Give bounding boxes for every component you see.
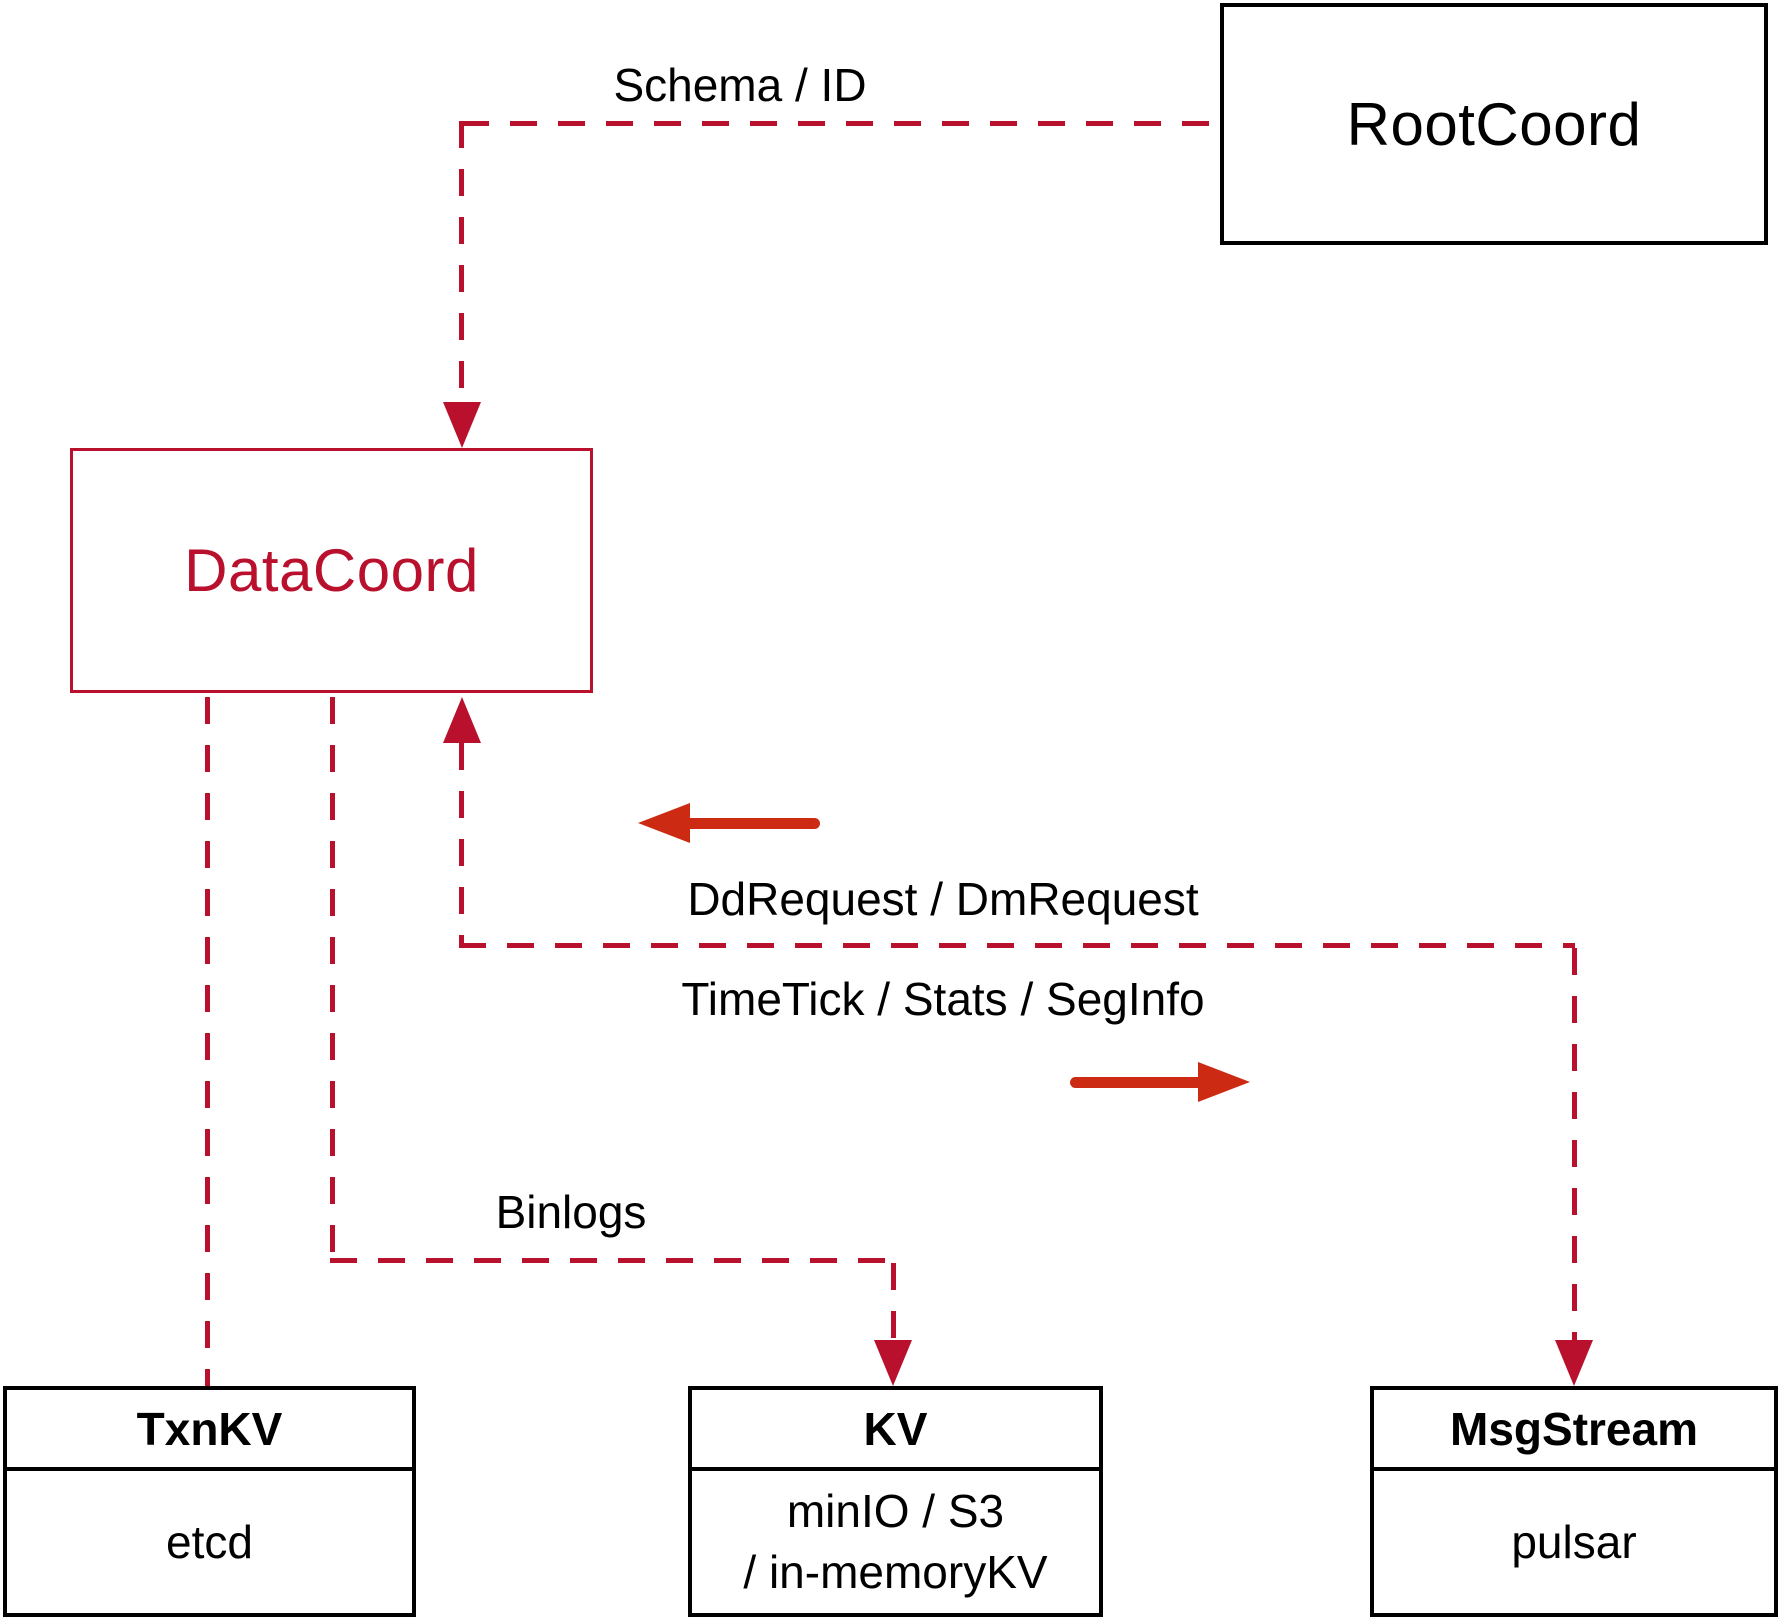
edge-txnkv-vertical-line bbox=[205, 697, 210, 1386]
node-kv-body-line2: / in-memoryKV bbox=[743, 1546, 1048, 1598]
node-kv-header: KV bbox=[692, 1390, 1099, 1471]
edge-requests-arrowhead-up-icon bbox=[443, 697, 481, 743]
edge-requests-vertical-line-2 bbox=[1572, 948, 1577, 1340]
edge-binlogs-horizontal-line bbox=[330, 1258, 896, 1263]
node-rootcoord-label: RootCoord bbox=[1346, 90, 1642, 158]
edge-requests-horizontal-line bbox=[459, 943, 1575, 948]
edge-requests-arrowhead-down-icon bbox=[1555, 1340, 1593, 1386]
node-txnkv-title: TxnKV bbox=[136, 1402, 283, 1455]
node-rootcoord: RootCoord bbox=[1220, 3, 1768, 245]
edge-binlogs-arrowhead-down-icon bbox=[874, 1340, 912, 1386]
label-dd-dm-request: DdRequest / DmRequest bbox=[687, 873, 1199, 925]
node-datacoord: DataCoord bbox=[70, 448, 593, 693]
node-msgstream-header: MsgStream bbox=[1374, 1390, 1774, 1471]
edge-binlogs-vertical-line-1 bbox=[330, 697, 335, 1263]
edge-schema-id-vertical-line bbox=[459, 121, 464, 403]
node-msgstream-body: pulsar bbox=[1374, 1471, 1774, 1613]
node-txnkv-header: TxnKV bbox=[7, 1390, 412, 1471]
node-msgstream: MsgStream pulsar bbox=[1370, 1386, 1778, 1617]
node-kv-body-line1: minIO / S3 bbox=[786, 1485, 1005, 1538]
flow-left-arrowhead-icon bbox=[638, 803, 690, 843]
edge-schema-id-horizontal-line bbox=[462, 121, 1220, 126]
node-txnkv-body-text: etcd bbox=[166, 1515, 253, 1568]
label-binlogs: Binlogs bbox=[495, 1186, 647, 1238]
node-txnkv: TxnKV etcd bbox=[3, 1386, 416, 1617]
node-datacoord-label: DataCoord bbox=[184, 537, 479, 604]
flow-right-arrow-shaft bbox=[1070, 1077, 1205, 1088]
flow-left-arrow-shaft bbox=[685, 818, 820, 829]
node-kv: KV minIO / S3 / in-memoryKV bbox=[688, 1386, 1103, 1617]
edge-requests-vertical-line-1 bbox=[459, 743, 464, 945]
node-kv-title: KV bbox=[863, 1402, 928, 1455]
node-txnkv-body: etcd bbox=[7, 1471, 412, 1613]
label-timetick-stats-seginfo: TimeTick / Stats / SegInfo bbox=[681, 973, 1205, 1025]
edge-binlogs-vertical-line-2 bbox=[891, 1263, 896, 1340]
node-msgstream-title: MsgStream bbox=[1450, 1402, 1698, 1455]
edge-schema-id-arrowhead-down-icon bbox=[443, 402, 481, 448]
flow-right-arrowhead-icon bbox=[1198, 1062, 1250, 1102]
node-msgstream-body-text: pulsar bbox=[1511, 1515, 1637, 1568]
node-kv-body: minIO / S3 / in-memoryKV bbox=[692, 1471, 1099, 1613]
label-schema-id: Schema / ID bbox=[613, 59, 867, 111]
